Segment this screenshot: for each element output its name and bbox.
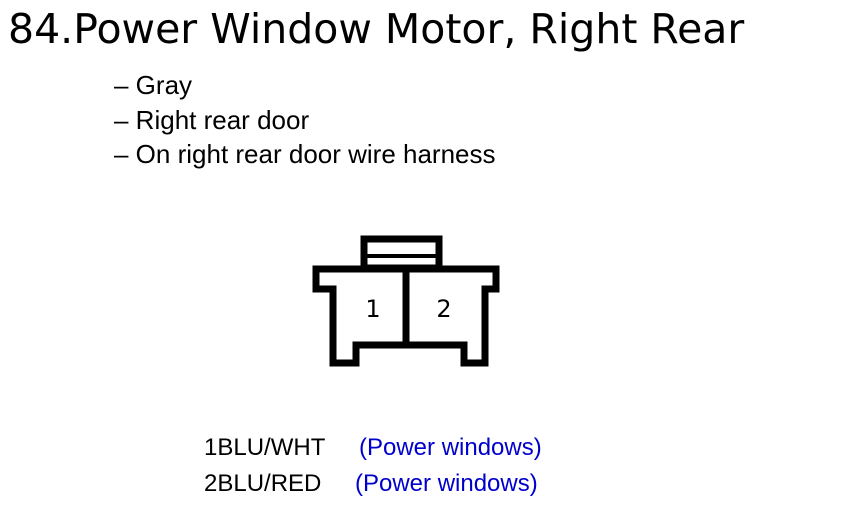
pin-function-1: (Power windows) [359, 434, 542, 461]
connector-body-outline [312, 265, 500, 367]
pin-label-1: 1 [365, 295, 380, 323]
page-title: 84.Power Window Motor, Right Rear [8, 5, 745, 53]
connector-details-list: – Gray – Right rear door – On right rear… [114, 68, 496, 172]
detail-location: – Right rear door [114, 104, 310, 135]
detail-harness: – On right rear door wire harness [114, 139, 496, 169]
pin-label-2: 2 [436, 295, 451, 323]
pin-wire-2: 2BLU/RED [204, 470, 322, 497]
pin-wire-1: 1BLU/WHT [204, 434, 326, 461]
connector-face-diagram: 1 2 [312, 235, 500, 367]
connector-lock-tab [360, 235, 443, 272]
detail-color: – Gray [114, 70, 193, 100]
pin-function-2: (Power windows) [355, 470, 538, 497]
